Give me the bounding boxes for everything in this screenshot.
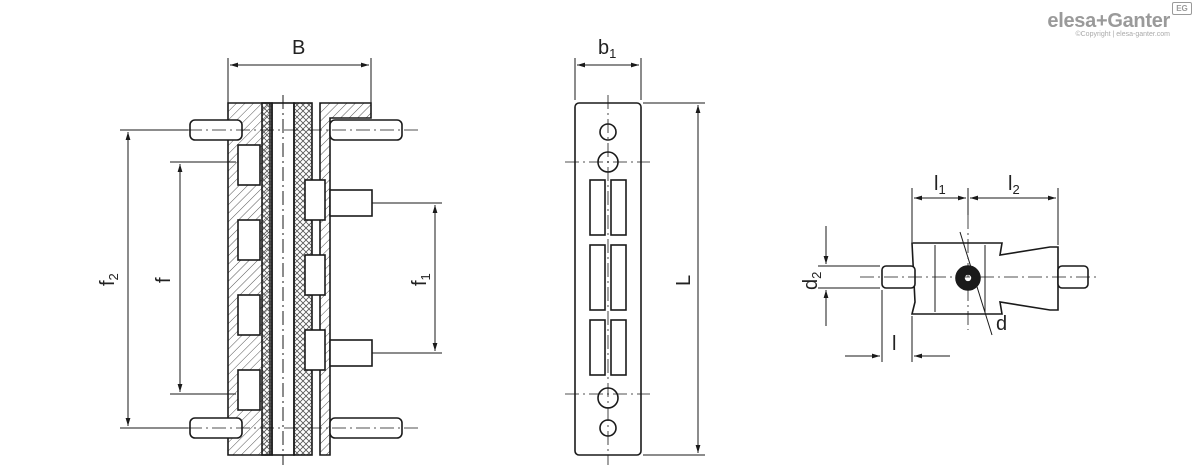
- dim-d-label: d: [996, 313, 1007, 335]
- dim-l-label: l: [892, 333, 896, 355]
- pin-detail-view: [818, 188, 1100, 362]
- dim-l2-label: l2: [1008, 173, 1020, 197]
- dim-f2-label: f2: [97, 273, 121, 286]
- dim-f-label: f: [153, 277, 175, 283]
- dim-l1-label: l1: [934, 173, 946, 197]
- front-view: [565, 58, 705, 465]
- dim-L-label: L: [673, 275, 695, 286]
- brand-copyright: ©Copyright | elesa-ganter.com: [1075, 31, 1170, 38]
- dim-B-label: B: [292, 37, 305, 59]
- dim-d2-label: d2: [800, 272, 824, 290]
- brand-badge: EG: [1172, 2, 1192, 15]
- brand-name: elesa+Ganter: [1047, 10, 1170, 32]
- dim-b1-label: b1: [598, 37, 616, 61]
- brand-logo: elesa+Ganter ©Copyright | elesa-ganter.c…: [1047, 2, 1192, 38]
- dim-f1-label: f1: [409, 273, 433, 286]
- section-view: [120, 58, 442, 465]
